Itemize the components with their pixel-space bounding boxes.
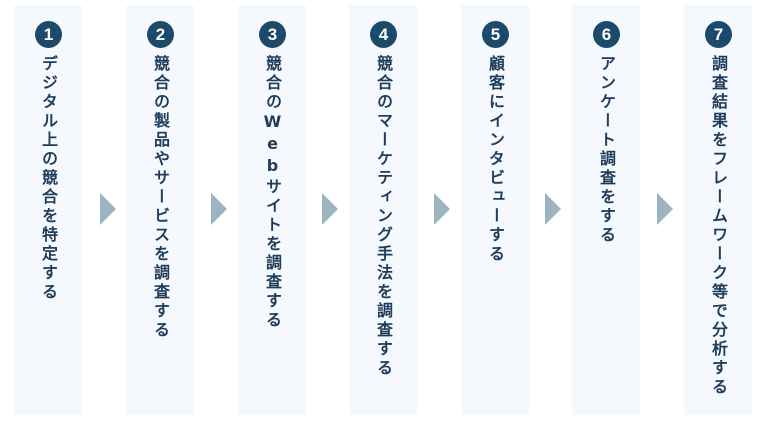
arrow-right-icon (100, 193, 116, 225)
step-number-badge: 7 (705, 21, 732, 48)
step-label: アンケート調査をする (597, 55, 616, 245)
step-6: 6 アンケート調査をする (572, 5, 640, 415)
arrow-right-icon (434, 193, 450, 225)
step-label: 競合の製品やサービスを調査する (151, 55, 170, 340)
step-number-badge: 4 (370, 21, 397, 48)
step-number-badge: 3 (259, 21, 286, 48)
step-label: 競合のマーケティング手法を調査する (374, 55, 393, 378)
step-number-badge: 1 (35, 21, 62, 48)
step-1: 1 デジタル上の競合を特定する (14, 5, 82, 415)
step-4: 4 競合のマーケティング手法を調査する (349, 5, 417, 415)
step-label: デジタル上の競合を特定する (39, 55, 58, 302)
arrow-right-icon (322, 193, 338, 225)
step-7: 7 調査結果をフレームワーク等で分析する (684, 5, 752, 415)
step-number-badge: 2 (147, 21, 174, 48)
step-3: 3 競合のWebサイトを調査する (238, 5, 306, 415)
arrow-right-icon (545, 193, 561, 225)
step-number-badge: 6 (593, 21, 620, 48)
step-5: 5 顧客にインタビューする (461, 5, 529, 415)
step-label: 顧客にインタビューする (486, 55, 505, 264)
step-label: 調査結果をフレームワーク等で分析する (709, 55, 728, 397)
arrow-right-icon (657, 193, 673, 225)
step-number-badge: 5 (482, 21, 509, 48)
step-label: 競合のWebサイトを調査する (263, 55, 282, 330)
step-2: 2 競合の製品やサービスを調査する (126, 5, 194, 415)
arrow-right-icon (211, 193, 227, 225)
